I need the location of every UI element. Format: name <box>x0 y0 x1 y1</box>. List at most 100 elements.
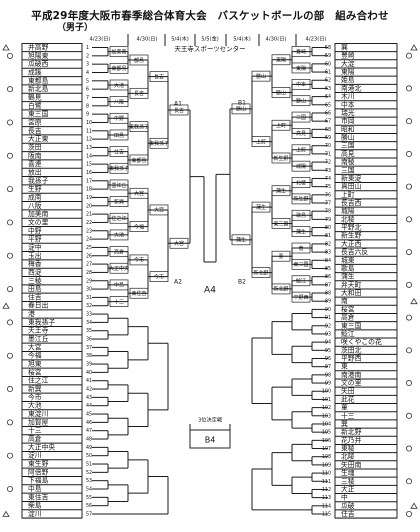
seed-mark <box>7 152 13 159</box>
team-name: 春日出 <box>28 301 49 310</box>
team-number: 55 <box>86 495 92 501</box>
team-name: 弁天町 <box>341 280 362 289</box>
team-name: 柴島 <box>28 501 42 510</box>
date-label: 5/5(金) <box>201 35 219 43</box>
date-label: 5/4(木) <box>171 35 189 43</box>
team-name: 桜宮 <box>28 367 42 376</box>
team-number: 39 <box>86 362 92 368</box>
team-name: 東 <box>341 362 348 371</box>
team-name: 東陽 <box>341 67 355 76</box>
team-name: 旭陽東 <box>28 51 49 60</box>
team-number: 49 <box>86 445 92 451</box>
seed-mark <box>405 445 412 452</box>
final-label: A4 <box>204 286 216 296</box>
team-name: 井高野 <box>28 43 49 52</box>
triangle-mark <box>410 44 418 51</box>
team-name: 巽 <box>341 420 348 428</box>
seed-mark <box>405 52 412 59</box>
team-name: 城陽 <box>341 206 355 215</box>
page-subtitle: （男子） <box>56 23 93 33</box>
team-name: 淀川 <box>28 509 42 518</box>
team-number: 28 <box>86 270 92 276</box>
team-name: 姫島 <box>341 75 355 84</box>
third-place-label: 3位決定戦 <box>198 416 223 424</box>
page-title: 平成29年度大阪市春季総合体育大会 バスケットボールの部 組み合わせ <box>31 10 389 22</box>
team-name: 東都島 <box>28 76 49 85</box>
team-number: 38 <box>86 353 92 359</box>
team-name: 成蹊 <box>28 67 42 76</box>
team-name: 茨田 <box>28 142 42 151</box>
team-name: 中本 <box>341 100 355 109</box>
team-name: 住之江 <box>28 376 49 385</box>
team-name: 放出 <box>28 167 42 176</box>
team-number: 11 <box>86 128 92 134</box>
team-name: 梅香 <box>28 259 42 268</box>
seed-mark <box>7 52 13 59</box>
team-name: 東住吉 <box>28 492 49 501</box>
team-name: 宮原 <box>28 117 42 126</box>
team-name: 咲くやこの花 <box>341 337 382 346</box>
seed-mark <box>7 352 13 359</box>
team-name: 白鷺 <box>28 101 42 110</box>
seed-mark <box>7 319 13 326</box>
team-name: 八阪 <box>28 201 42 210</box>
team-name: 矢田南 <box>341 460 362 469</box>
team-name: 南 <box>341 296 348 305</box>
team-number: 45 <box>86 412 92 418</box>
team-name: 今福 <box>28 351 42 360</box>
team-name: 大淀 <box>341 59 355 68</box>
team-name: 長吉 <box>28 127 42 135</box>
seed-mark <box>405 478 412 485</box>
team-number: 8 <box>86 103 89 109</box>
team-number: 47 <box>86 428 92 434</box>
team-number: 30 <box>86 287 92 293</box>
team-number: 20 <box>86 203 92 209</box>
team-number: 22 <box>86 220 92 226</box>
seed-mark <box>7 486 13 493</box>
team-name: 上町 <box>341 190 355 199</box>
seed-mark <box>405 347 412 354</box>
team-name: 住吉 <box>28 292 42 301</box>
team-name: 菫 <box>341 403 348 412</box>
team-number: 41 <box>86 378 92 384</box>
team-name: 喜連 <box>28 159 42 168</box>
team-name: 南港南 <box>341 370 362 379</box>
team-name: 北陵 <box>341 452 355 461</box>
team-number: 21 <box>86 212 92 218</box>
team-name: 大正 <box>341 484 355 493</box>
seed-mark <box>7 86 13 93</box>
team-name: 田島 <box>28 284 42 293</box>
block-label: A1 <box>174 100 182 107</box>
team-name: 南港北 <box>341 83 362 92</box>
seed-mark <box>405 380 412 387</box>
team-name: 三国 <box>341 166 355 174</box>
team-number: 26 <box>86 253 92 259</box>
team-name: 阿倍野 <box>28 467 49 476</box>
team-name: 歌島 <box>341 263 355 272</box>
team-name: 中島 <box>28 484 42 493</box>
seed-mark <box>405 510 412 517</box>
team-name: 真田山 <box>341 182 362 191</box>
team-name: 三稜 <box>28 276 42 285</box>
team-name: 長吉西 <box>341 199 362 207</box>
team-name: 生魂 <box>341 468 355 477</box>
team-number: 57 <box>86 512 92 518</box>
team-name: 今市 <box>28 392 42 401</box>
seed-mark <box>405 216 412 223</box>
team-name: 東生野 <box>28 459 49 468</box>
team-number: 4 <box>86 70 89 76</box>
seed-mark <box>405 412 412 419</box>
date-label: 4/23(日) <box>90 36 111 43</box>
team-name: 平野北 <box>341 224 362 232</box>
team-name: 桜宮 <box>341 304 355 313</box>
triangle-mark <box>410 297 418 305</box>
team-number: 53 <box>86 478 92 484</box>
team-name: 此花 <box>341 394 355 403</box>
block-label: B2 <box>238 279 246 286</box>
team-number: 37 <box>86 345 92 351</box>
team-name: 大宮 <box>28 342 42 351</box>
team-name: 淀川 <box>28 451 42 460</box>
team-name: 玉出 <box>28 251 42 260</box>
team-list-frame <box>21 43 83 519</box>
team-name: 矢田 <box>341 386 355 395</box>
